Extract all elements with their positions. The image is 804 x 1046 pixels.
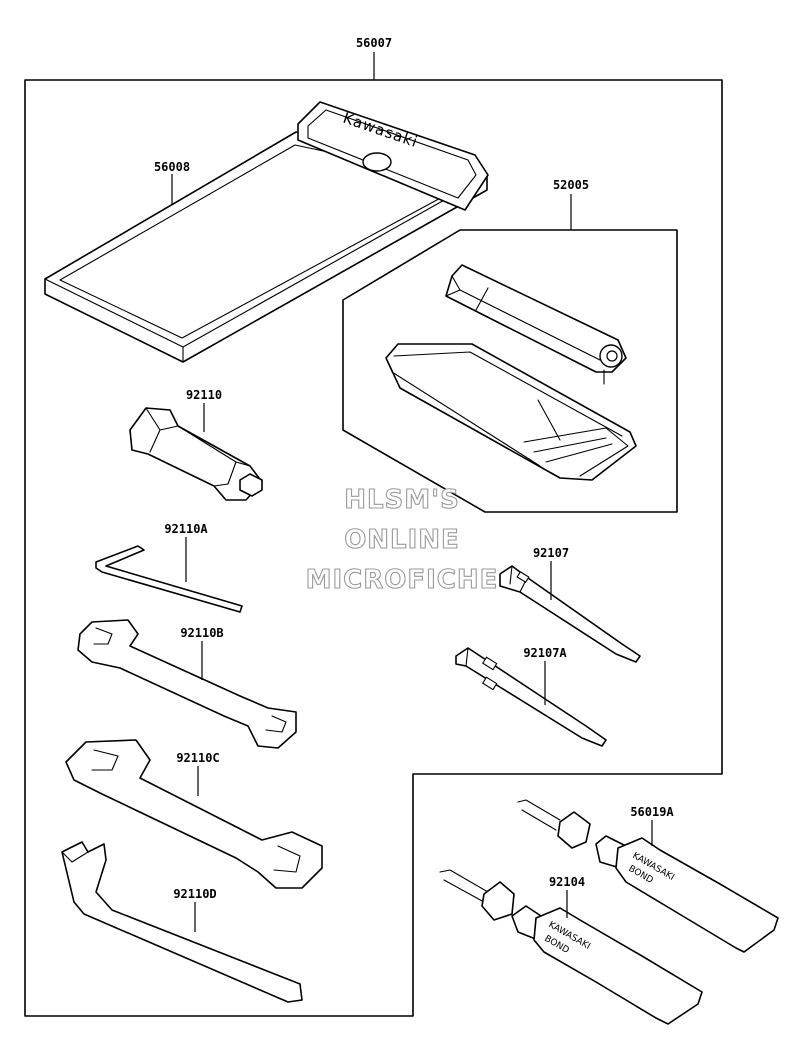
label-92107A[interactable]: 92107A	[523, 646, 567, 660]
bond-tube-1[interactable]: KAWASAKI BOND	[517, 799, 779, 953]
tire-pump[interactable]	[445, 264, 627, 385]
label-92104[interactable]: 92104	[549, 875, 585, 889]
spark-plug-wrench[interactable]	[129, 407, 263, 501]
watermark: HLSM'S ONLINE MICROFICHE	[305, 484, 499, 595]
label-52005[interactable]: 52005	[553, 178, 589, 192]
svg-text:ONLINE: ONLINE	[344, 525, 460, 555]
snap-button-icon	[362, 152, 392, 172]
screwdriver-bit-1[interactable]	[499, 565, 641, 663]
pump-set-outline	[342, 229, 678, 513]
label-92107[interactable]: 92107	[533, 546, 569, 560]
svg-text:MICROFICHE: MICROFICHE	[306, 565, 499, 595]
label-56019A[interactable]: 56019A	[630, 805, 674, 819]
label-92110D[interactable]: 92110D	[173, 887, 216, 901]
open-end-wrench-large[interactable]	[65, 739, 323, 889]
label-92110B[interactable]: 92110B	[180, 626, 223, 640]
hook-spanner[interactable]	[61, 841, 303, 1003]
label-56007[interactable]: 56007	[356, 36, 392, 50]
tool-case[interactable]: Kawasaki	[44, 101, 489, 363]
open-end-wrench-small[interactable]	[77, 619, 297, 749]
label-56008[interactable]: 56008	[154, 160, 190, 174]
hex-key[interactable]	[95, 545, 243, 613]
svg-text:HLSM'S: HLSM'S	[344, 485, 460, 515]
screwdriver-bit-2[interactable]	[455, 647, 607, 747]
bond-tube-2[interactable]: KAWASAKI BOND	[439, 869, 703, 1025]
label-92110A[interactable]: 92110A	[164, 522, 208, 536]
label-92110C[interactable]: 92110C	[176, 751, 219, 765]
pump-pouch[interactable]	[385, 343, 637, 481]
label-92110[interactable]: 92110	[186, 388, 222, 402]
kit-outline	[24, 79, 723, 1017]
